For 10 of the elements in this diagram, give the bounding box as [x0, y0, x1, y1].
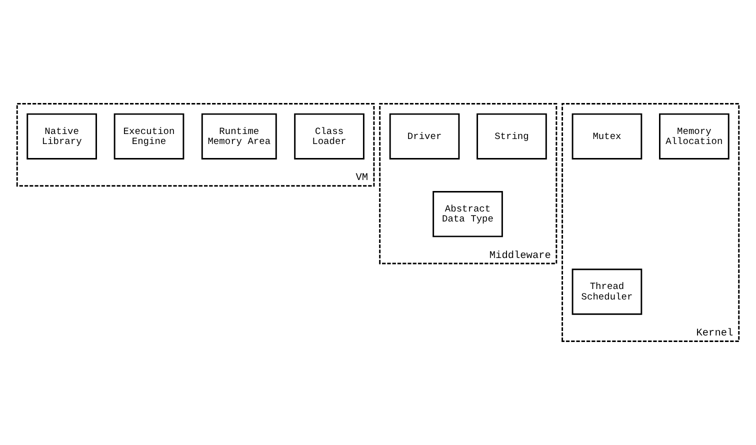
- node-box: Native Library: [26, 113, 97, 160]
- node-box: Memory Allocation: [659, 113, 730, 160]
- node-box: Runtime Memory Area: [201, 113, 277, 160]
- node-box: Abstract Data Type: [432, 191, 503, 238]
- node-box: Mutex: [572, 113, 642, 160]
- node-box: Class Loader: [294, 113, 364, 160]
- node-box: Driver: [389, 113, 460, 160]
- node-box: Execution Engine: [114, 113, 184, 160]
- node-box: String: [476, 113, 547, 160]
- node-box: Thread Scheduler: [572, 268, 642, 315]
